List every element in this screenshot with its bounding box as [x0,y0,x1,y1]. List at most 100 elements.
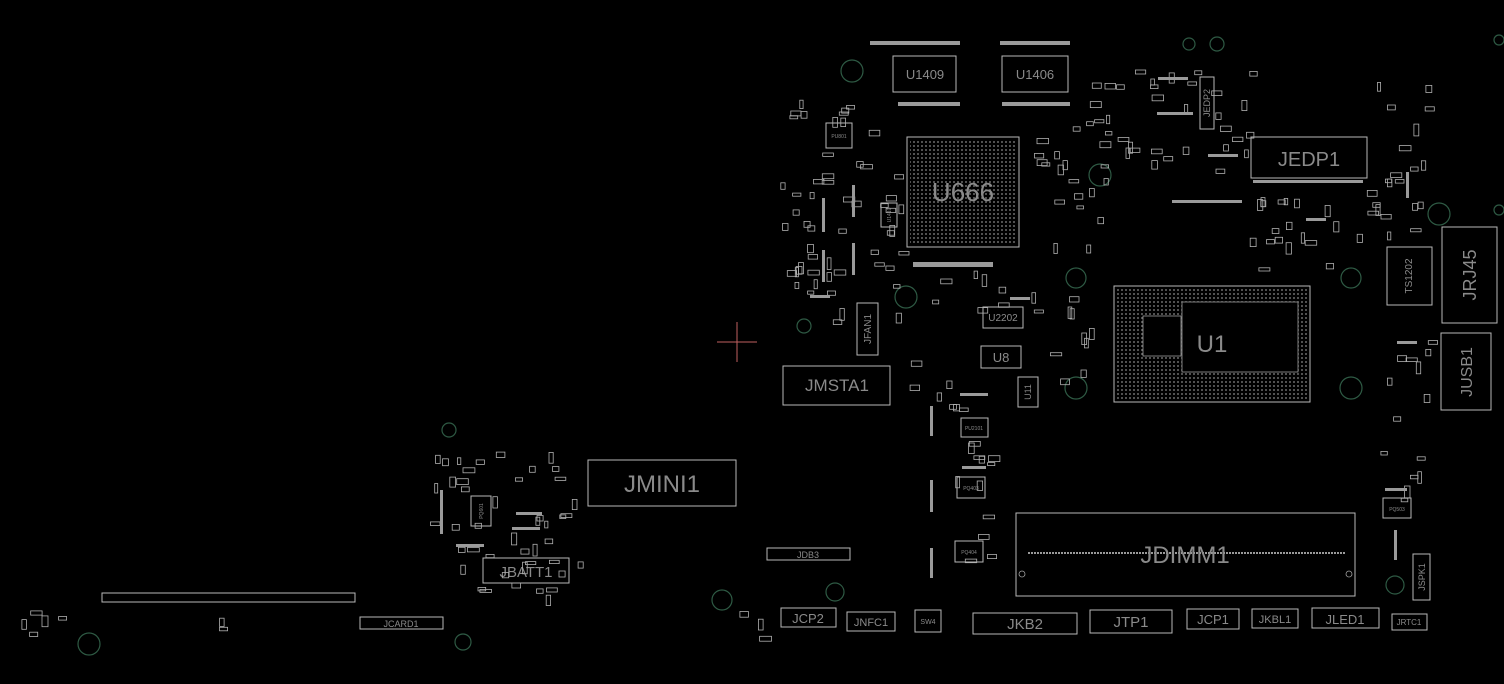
connector-jusb1[interactable]: JUSB1 [1440,332,1492,411]
passive-part [1375,204,1381,216]
component-pq503[interactable]: PQ503 [1382,497,1412,519]
passive-part [1076,205,1084,210]
label-u666: U666 [932,177,994,207]
component-u1409[interactable]: U1409 [870,41,960,106]
connector-jmini1[interactable]: JMINI1 [587,459,737,507]
passive-part [1417,471,1422,484]
label-pq403: PQ403 [963,486,979,492]
passive-part [529,465,536,473]
pin-strip [1306,218,1326,221]
component-pq403[interactable]: PQ403 [956,476,986,499]
component-u11[interactable]: U11 [1017,376,1039,408]
passive-part [1184,104,1189,114]
passive-part [485,554,495,559]
passive-part [1367,210,1380,216]
connector-jcard1[interactable]: JCARD1 [101,592,444,630]
label-jcp2: JCP2 [792,611,824,626]
passive-part [430,521,441,526]
passive-part [988,455,1001,463]
connector-jbatt1[interactable]: JBATT1 [482,557,570,584]
component-pu2101[interactable]: PU2101 [960,417,989,438]
connector-jled1[interactable]: JLED1 [1311,607,1380,629]
component-u666[interactable]: U666 [906,136,1020,267]
passive-part [932,299,940,305]
passive-part [1097,217,1105,225]
passive-part [826,272,832,282]
component-pq404[interactable]: PQ404 [954,540,984,563]
label-pu2101: PU2101 [965,426,983,432]
pin-strip [1406,172,1409,198]
component-u1[interactable]: U1 [1113,285,1311,403]
passive-part [1054,199,1066,205]
passive-part [58,616,67,621]
passive-part [1300,232,1306,244]
connector-jmsta1[interactable]: JMSTA1 [782,365,891,406]
passive-part [1103,178,1109,186]
component-u2202[interactable]: U2202 [982,306,1024,329]
pin-strip [512,527,540,530]
component-u1406[interactable]: U1406 [1000,41,1070,106]
passive-part [821,180,835,185]
connector-jtp1[interactable]: JTP1 [1089,609,1173,634]
passive-part [973,270,978,280]
connector-jcp2[interactable]: JCP2 [780,607,837,628]
passive-part [780,182,786,190]
passive-part [525,561,537,565]
switch-sw4[interactable]: SW4 [914,609,942,633]
passive-part [1387,231,1392,241]
connector-jedp2[interactable]: JEDP2 [1199,76,1215,130]
label-u2202: U2202 [988,313,1018,324]
passive-part [1266,239,1275,245]
passive-part [832,319,843,325]
passive-part [838,228,847,234]
passive-part [536,515,544,522]
passive-part [552,466,560,472]
passive-part [1423,393,1431,403]
component-u1410[interactable]: U1410 [880,202,898,228]
connector-jrtc1[interactable]: JRTC1 [1391,613,1428,631]
connector-jkbl1[interactable]: JKBL1 [1251,608,1299,629]
passive-part [987,554,998,559]
passive-part [1394,179,1405,184]
pin-strip [1010,297,1030,300]
passive-part [1410,228,1422,233]
passive-part [978,534,990,540]
connector-jkb2[interactable]: JKB2 [972,612,1078,635]
passive-part [794,281,800,289]
connector-jrj45[interactable]: JRJ45 [1441,226,1498,324]
passive-part [1104,83,1116,90]
component-pq601[interactable]: PQ601 [470,495,492,527]
passive-part [936,392,943,402]
passive-part [219,626,229,632]
passive-part [536,588,544,594]
connector-jdimm1[interactable]: JDIMM1 [1015,512,1356,597]
passive-part [495,451,506,458]
connector-jnfc1[interactable]: JNFC1 [846,611,896,632]
connector-jspk1[interactable]: JSPK1 [1412,553,1431,601]
connector-jfan1[interactable]: JFAN1 [856,302,879,356]
passive-part [1089,188,1095,198]
passive-part [1366,189,1378,197]
passive-part [219,617,225,627]
component-ts1202[interactable]: TS1202 [1386,246,1433,306]
connector-jcp1[interactable]: JCP1 [1186,608,1240,630]
passive-part [833,269,847,276]
connector-jedp1[interactable]: JEDP1 [1250,136,1368,183]
passive-part [909,384,920,391]
passive-part [874,262,885,267]
label-jfan1: JFAN1 [863,314,874,344]
label-u11: U11 [1023,384,1033,400]
component-u8[interactable]: U8 [980,345,1022,369]
passive-part [841,107,850,114]
passive-part [1089,101,1102,108]
passive-part [1286,221,1293,231]
connector-jdb3[interactable]: JDB3 [766,547,851,561]
passive-part [1151,148,1163,155]
passive-part [1380,213,1392,220]
passive-part [1050,352,1063,357]
label-jbatt1: JBATT1 [499,564,552,581]
pin-strip [1158,77,1188,80]
label-u1: U1 [1197,331,1228,358]
component-pu801[interactable]: PU801 [825,122,853,149]
